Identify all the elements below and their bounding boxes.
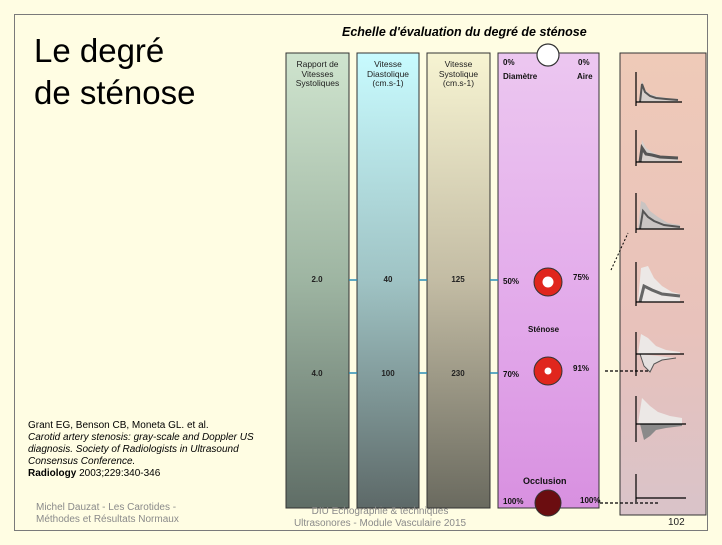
- lumen-70-icon: [534, 357, 562, 385]
- reference-title: Carotid artery stenosis: gray-scale and …: [28, 432, 268, 468]
- lumen-normal-icon: [537, 44, 559, 66]
- diameter-50: 50%: [503, 277, 519, 286]
- footer-middle: DIU Echographie & techniques Ultrasonore…: [270, 506, 490, 530]
- ratio-value-70: 4.0: [297, 369, 337, 378]
- header-ratio: Rapport de Vitesses Systoliques: [286, 60, 349, 89]
- header-ratio-line-3: Systoliques: [286, 79, 349, 89]
- reference-block: Grant EG, Benson CB, Moneta GL. et al. C…: [28, 420, 268, 480]
- area-label: Aire: [577, 72, 593, 81]
- header-diastolic: Vitesse Diastolique (cm.s-1): [357, 60, 419, 89]
- lumen-50-icon: [534, 268, 562, 296]
- reference-journal-line: Radiology 2003;229:340-346: [28, 468, 268, 480]
- diameter-zero: 0%: [503, 58, 515, 67]
- reference-journal: Radiology: [28, 468, 76, 479]
- diameter-70: 70%: [503, 370, 519, 379]
- area-91: 91%: [573, 364, 589, 373]
- systolic-value-70: 230: [438, 369, 478, 378]
- header-diastolic-line-3: (cm.s-1): [357, 79, 419, 89]
- footer-left: Michel Dauzat - Les Carotides - Méthodes…: [36, 502, 206, 526]
- footer-middle-line-2: Ultrasonores - Module Vasculaire 2015: [270, 518, 490, 530]
- reference-authors: Grant EG, Benson CB, Moneta GL. et al.: [28, 420, 268, 432]
- systolic-value-50: 125: [438, 275, 478, 284]
- area-zero: 0%: [578, 58, 590, 67]
- occlusion-diameter: 100%: [503, 497, 523, 506]
- reference-citation: 2003;229:340-346: [76, 468, 160, 479]
- reference-title-text: Carotid artery stenosis: gray-scale and …: [28, 432, 254, 467]
- diastolic-value-50: 40: [368, 275, 408, 284]
- page-number: 102: [668, 517, 685, 528]
- area-75: 75%: [573, 273, 589, 282]
- header-systolic-line-3: (cm.s-1): [427, 79, 490, 89]
- occlusion-area: 100%: [580, 496, 600, 505]
- stenosis-label: Sténose: [528, 325, 559, 334]
- footer-middle-line-1: DIU Echographie & techniques: [270, 506, 490, 518]
- lumen-occlusion-icon: [535, 490, 561, 516]
- header-systolic: Vitesse Systolique (cm.s-1): [427, 60, 490, 89]
- ratio-value-50: 2.0: [297, 275, 337, 284]
- diameter-label: Diamètre: [503, 72, 537, 81]
- diastolic-value-70: 100: [368, 369, 408, 378]
- doppler-panel: [620, 53, 706, 515]
- occlusion-label: Occlusion: [523, 476, 567, 486]
